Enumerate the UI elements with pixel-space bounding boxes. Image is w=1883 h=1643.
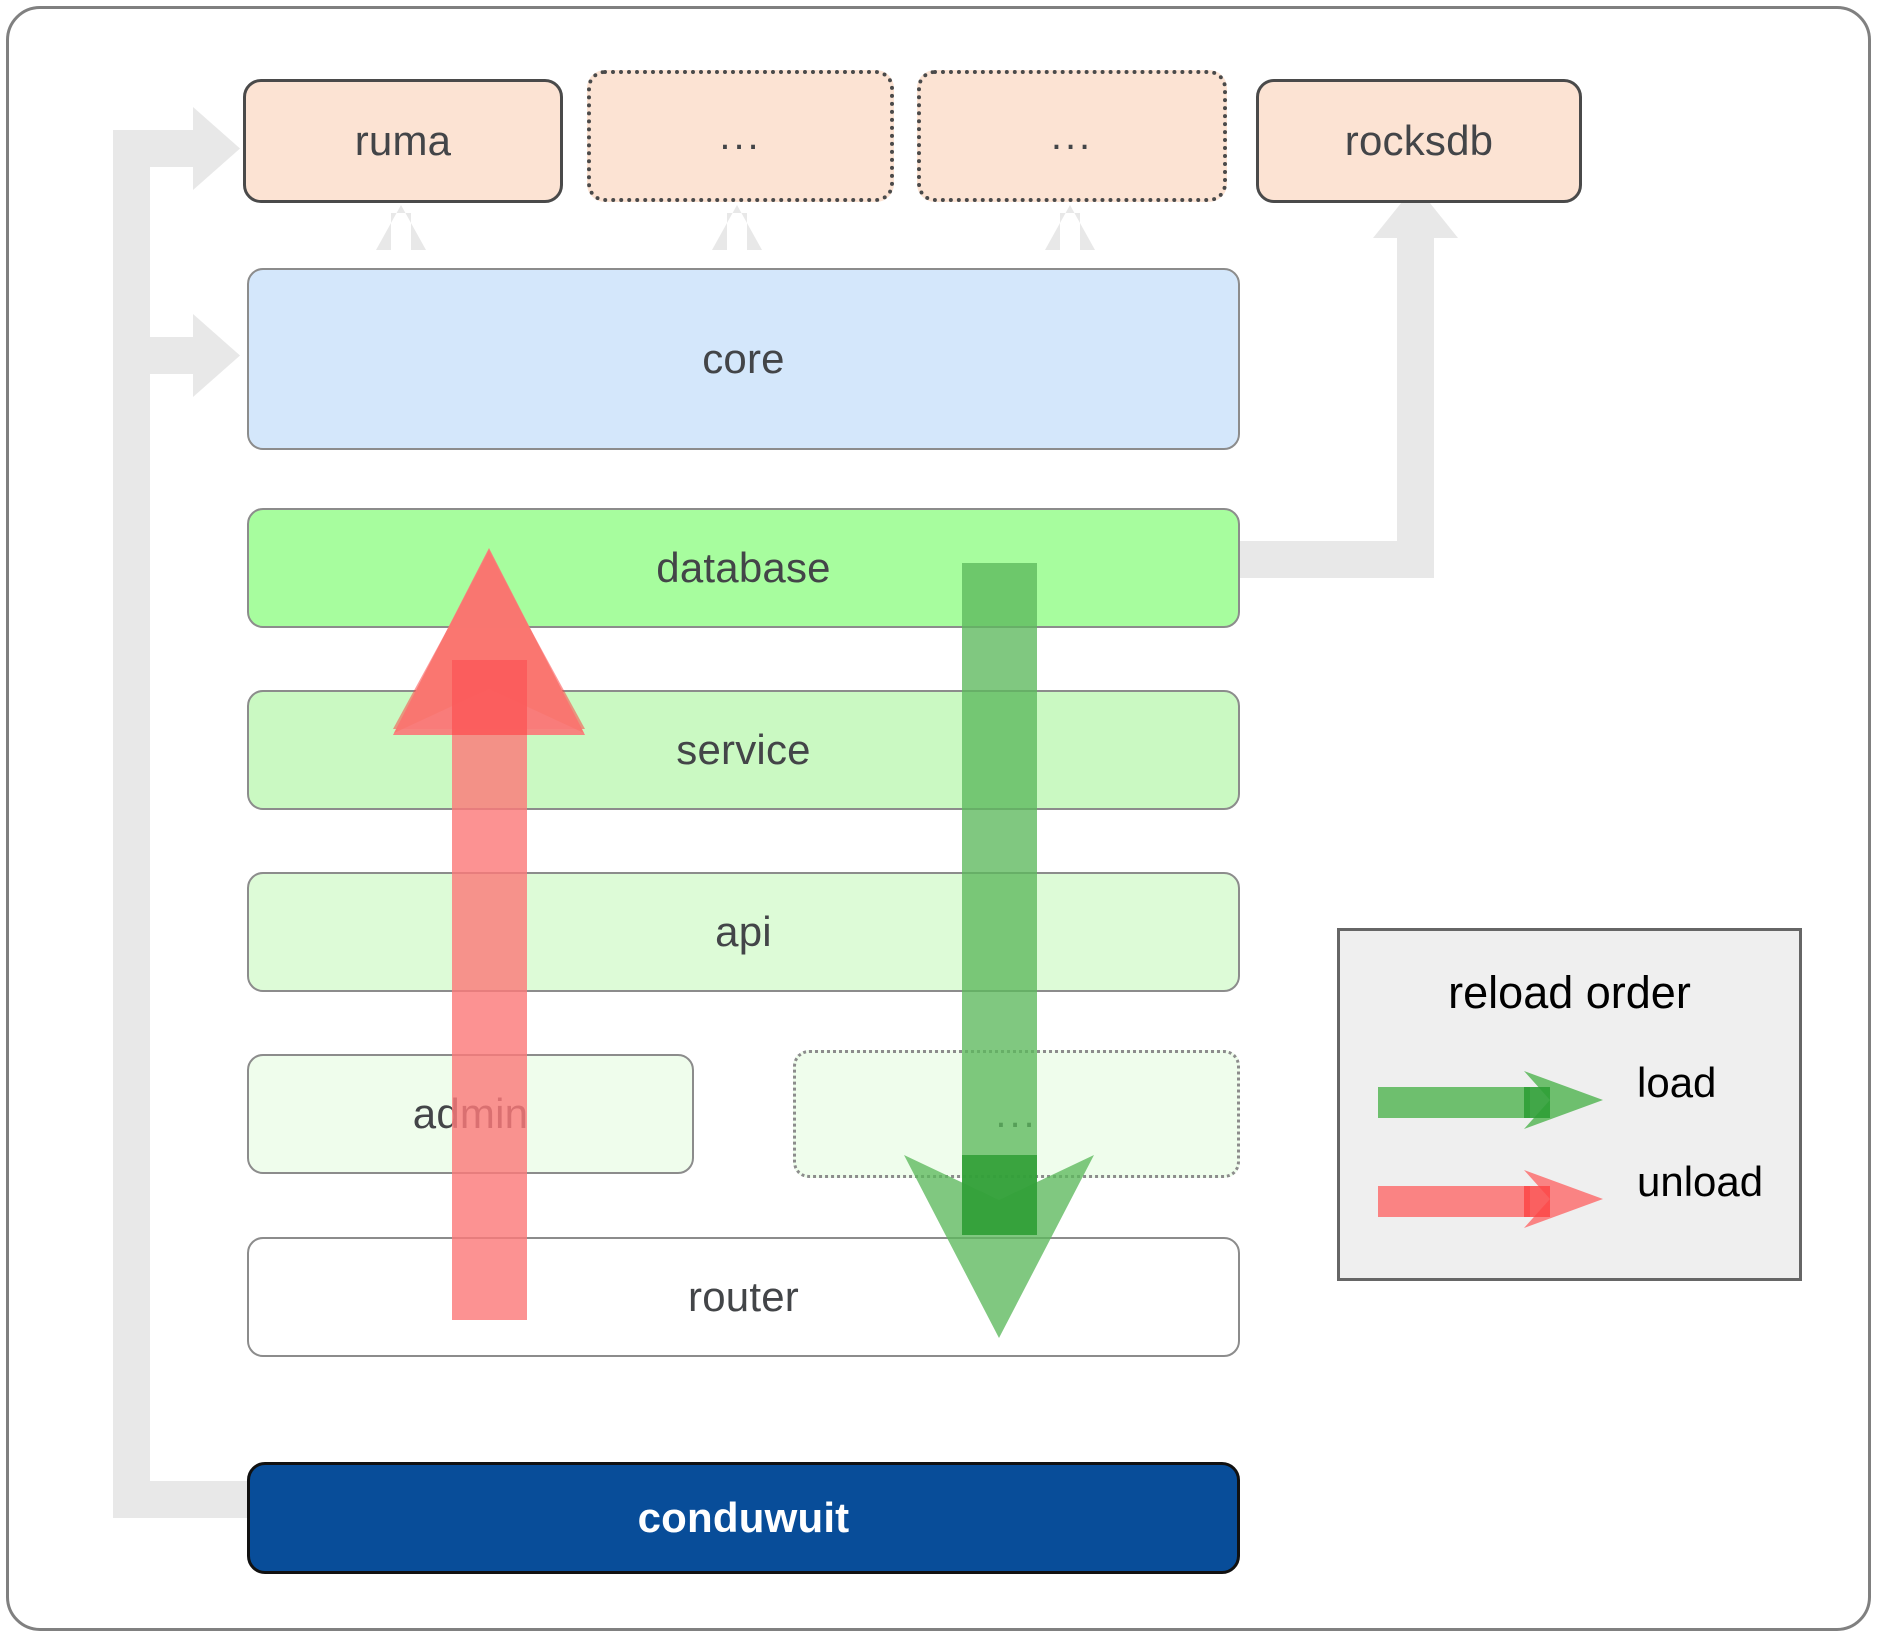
legend-label-load: load	[1637, 1059, 1717, 1106]
dependency-label-etc-2: ...	[1050, 114, 1094, 158]
dependency-label-rocksdb: rocksdb	[1344, 117, 1494, 164]
dependency-label-etc-1: ...	[719, 114, 762, 158]
layer-label-service: service	[676, 726, 811, 773]
layer-box-router[interactable]: router	[247, 1237, 1240, 1357]
application-label-conduwuit: conduwuit	[637, 1494, 850, 1541]
layer-label-database: database	[656, 544, 831, 591]
layer-label-etc: ...	[995, 1092, 1038, 1136]
legend-panel: reload order load unload	[1337, 928, 1802, 1281]
layer-label-core: core	[702, 335, 785, 382]
layer-box-api[interactable]: api	[247, 872, 1240, 992]
dependency-box-ruma[interactable]: ruma	[243, 79, 563, 203]
dependency-box-etc-2[interactable]: ...	[917, 70, 1227, 202]
layer-label-router: router	[688, 1273, 799, 1320]
dependency-box-etc-1[interactable]: ...	[587, 70, 894, 202]
legend-label-unload: unload	[1637, 1158, 1764, 1205]
layer-box-database[interactable]: database	[247, 508, 1240, 628]
layer-label-admin: admin	[412, 1090, 529, 1137]
layer-box-service[interactable]: service	[247, 690, 1240, 810]
layer-box-core[interactable]: core	[247, 268, 1240, 450]
dependency-label-ruma: ruma	[354, 117, 452, 164]
layer-box-etc[interactable]: ...	[793, 1050, 1240, 1178]
dependency-box-rocksdb[interactable]: rocksdb	[1256, 79, 1582, 203]
legend-load-arrow-icon	[1378, 1071, 1603, 1129]
application-box-conduwuit[interactable]: conduwuit	[247, 1462, 1240, 1574]
layer-label-api: api	[715, 908, 772, 955]
legend-title: reload order	[1448, 967, 1691, 1018]
legend-unload-arrow-icon	[1378, 1170, 1603, 1228]
diagram-frame	[6, 6, 1871, 1631]
layer-box-admin[interactable]: admin	[247, 1054, 694, 1174]
